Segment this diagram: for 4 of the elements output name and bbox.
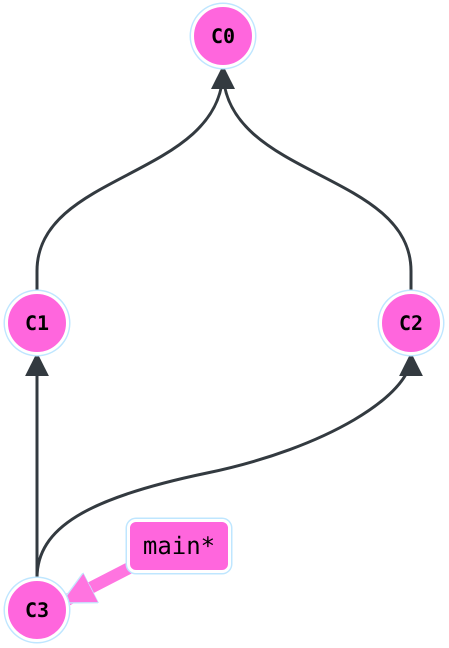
commit-circle: C2 bbox=[379, 291, 443, 355]
commit-circle: C1 bbox=[5, 291, 69, 355]
commit-circle: C0 bbox=[191, 4, 255, 68]
commit-circle: C3 bbox=[5, 578, 69, 642]
